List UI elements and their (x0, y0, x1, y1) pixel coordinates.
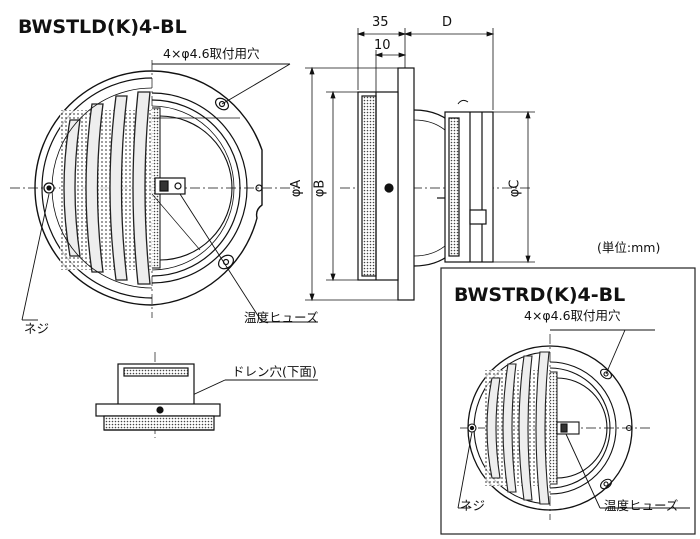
dimension-D: D (442, 15, 453, 30)
screw-label: ネジ (24, 321, 50, 336)
mounting-holes-label: 4×φ4.6取付用穴 (163, 46, 260, 61)
dimension-phiB: φB (312, 179, 328, 198)
dimension-phiA: φA (289, 179, 305, 198)
dimension-phiC: φC (507, 179, 523, 198)
inset-title: BWSTRD(K)4-BL (454, 284, 626, 306)
unit-label: (単位:mm) (597, 240, 661, 255)
drain-hole-label: ドレン穴(下面) (232, 364, 317, 379)
inset-leader-lines (457, 329, 690, 509)
dimension-10: 10 (374, 38, 391, 53)
dimension-lines (305, 28, 535, 302)
inset-frame (440, 267, 696, 535)
dimension-35: 35 (372, 15, 389, 30)
inset-temperature-fuse-label: 温度ヒューズ (604, 498, 679, 513)
front-view (10, 60, 300, 318)
main-title: BWSTLD(K)4-BL (18, 16, 187, 38)
bottom-view (95, 352, 221, 438)
temperature-fuse-label: 温度ヒューズ (244, 310, 319, 325)
inset-front-view (460, 334, 650, 520)
inset-screw-label: ネジ (460, 498, 486, 513)
inset-mounting-holes-label: 4×φ4.6取付用穴 (524, 308, 621, 323)
side-view (340, 67, 530, 301)
